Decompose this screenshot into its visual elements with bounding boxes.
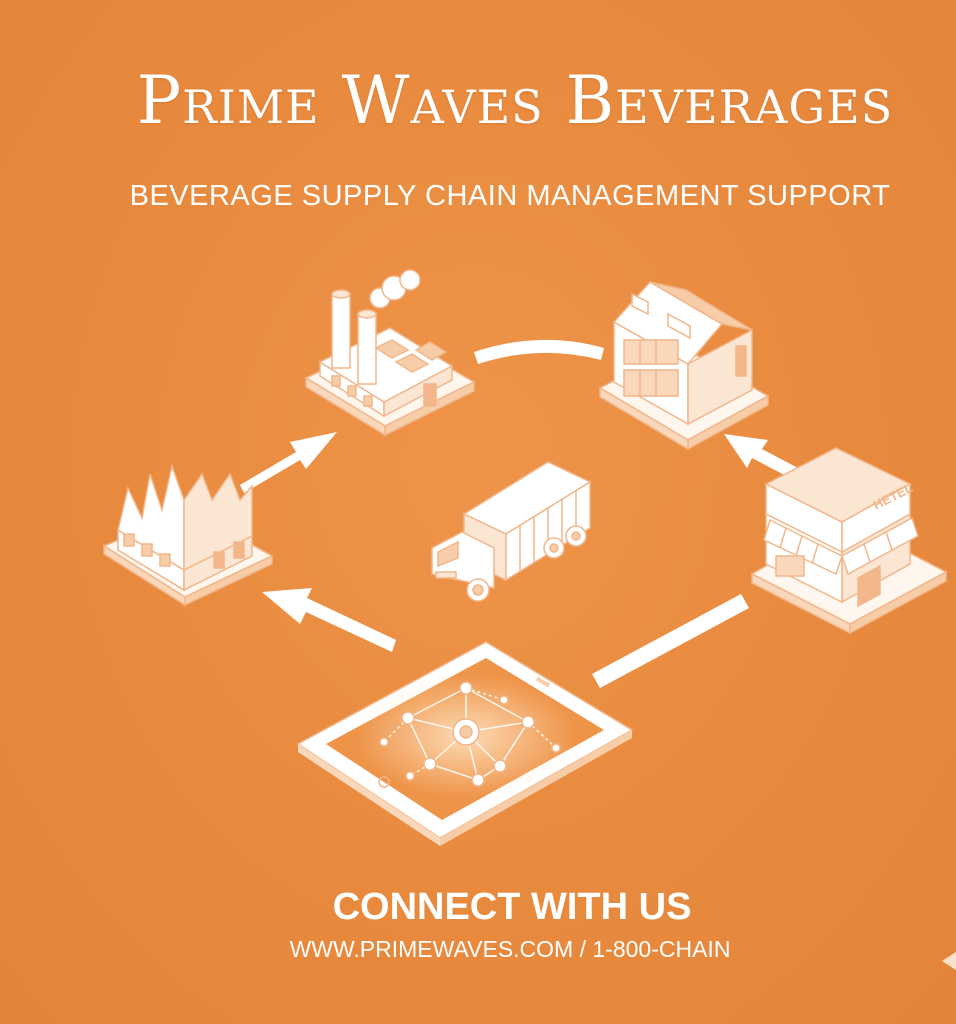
- factory-icon: [102, 463, 274, 607]
- brand-title: Prime Waves Beverages: [136, 62, 894, 139]
- delivery-truck-icon: [431, 461, 592, 602]
- arrow-store-to-warehouse: [724, 434, 798, 478]
- arrow-factory-to-plant: [240, 432, 337, 493]
- corner-marker: [942, 952, 956, 970]
- retail-store-icon: HETEL: [750, 447, 948, 635]
- production-plant-icon: [304, 269, 476, 437]
- network-nodes: [379, 681, 561, 787]
- arrow-tablet-to-factory: [262, 588, 396, 652]
- arrow-plant-to-warehouse: [474, 339, 604, 364]
- flow-arrows: [240, 339, 798, 688]
- warehouse-icon: [598, 281, 770, 451]
- connect-heading: CONNECT WITH US: [332, 886, 692, 928]
- arrow-tablet-to-store: [592, 594, 749, 688]
- brand-subtitle: BEVERAGE SUPPLY CHAIN MANAGEMENT SUPPORT: [129, 180, 891, 212]
- tablet-network-icon: [296, 641, 634, 846]
- contact-info: WWW.PRIMEWAVES.COM / 1-800-CHAIN: [289, 936, 731, 962]
